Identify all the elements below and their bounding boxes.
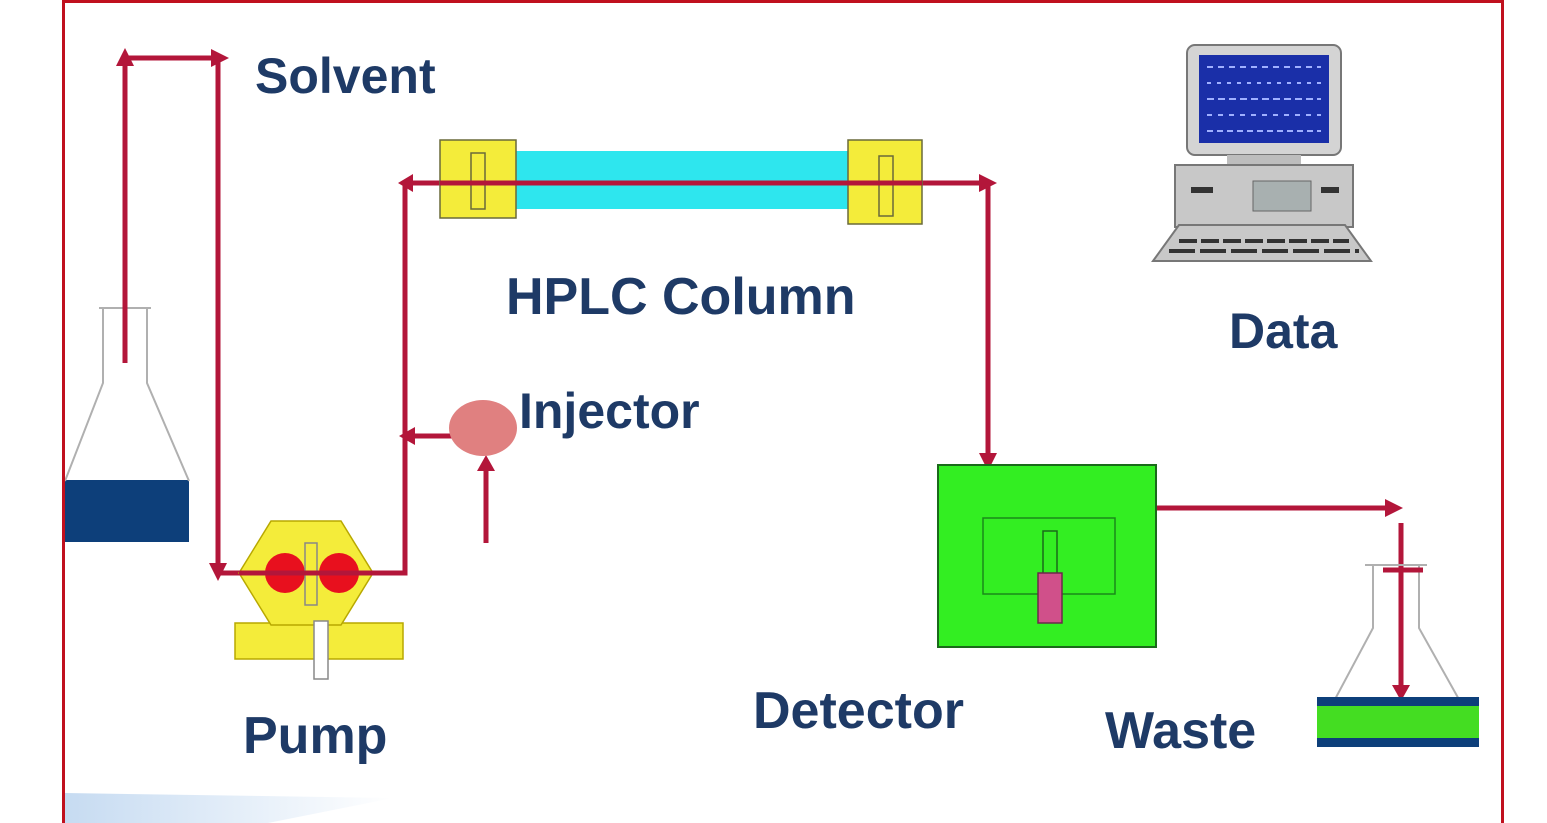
waste-flask-icon: [1317, 564, 1479, 747]
injector-valve-icon: [449, 400, 517, 456]
hplc-diagram: Solvent HPLC Column Data Injector Pump D…: [65, 44, 1479, 823]
solvent-flask-icon: [65, 307, 190, 542]
diagram-frame: Solvent HPLC Column Data Injector Pump D…: [62, 0, 1504, 823]
hplc-column-icon: [439, 139, 923, 225]
label-injector: Injector: [519, 383, 700, 439]
pump-icon: [234, 520, 404, 680]
label-waste: Waste: [1105, 702, 1256, 760]
flow-arrows: [116, 48, 1410, 701]
decorative-wedge: [65, 793, 393, 823]
detector-icon: [937, 464, 1157, 648]
label-detector: Detector: [753, 682, 964, 740]
label-pump: Pump: [243, 707, 387, 765]
label-solvent: Solvent: [255, 48, 436, 104]
label-data: Data: [1229, 303, 1339, 359]
label-hplc-column: HPLC Column: [506, 268, 856, 326]
computer-icon: [1151, 44, 1373, 262]
